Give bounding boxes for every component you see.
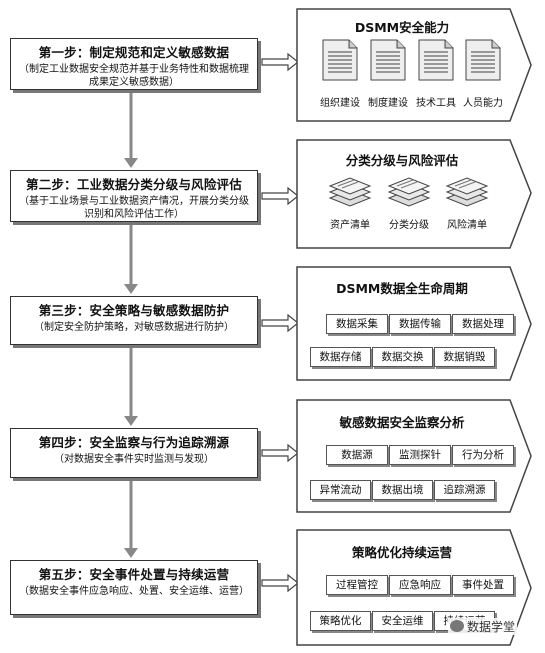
panel-2-title: 分类分级与风险评估: [345, 153, 459, 168]
panel-3-title: DSMM数据全生命周期: [336, 281, 468, 296]
right-arrow-3: [261, 313, 299, 333]
step-2-desc: （基于工业场景与工业数据资产情况，开展分类分级识别和风险评估工作）: [19, 196, 249, 220]
panel-4-cell: 数据源: [326, 445, 388, 465]
panel-3-cell: 数据存储: [310, 347, 371, 367]
right-arrows: [261, 52, 299, 593]
wechat-icon: [450, 620, 464, 632]
step-4-box: 第四步：安全监察与行为追踪溯源 （对数据安全事件实时监测与发现）: [10, 428, 258, 478]
step-3-box: 第三步：安全策略与敏感数据防护 （制定安全防护策略，对敏感数据进行防护）: [10, 296, 258, 345]
right-arrow-4: [261, 443, 299, 463]
arrowhead-2-3: [124, 284, 138, 294]
step-5-title: 第五步：安全事件处置与持续运营: [38, 567, 230, 582]
panel-data-lifecycle: DSMM数据全生命周期: [294, 267, 528, 380]
document-stack-icon: [387, 177, 431, 207]
panel-3-cell: 数据采集: [326, 314, 388, 334]
panel-continuous-operation: 策略优化持续运营: [294, 530, 528, 645]
panel-4-title: 敏感数据安全监察分析: [339, 415, 465, 430]
panel-5-cell: 策略优化: [310, 611, 371, 631]
panel-classification-risk: 分类分级与风险评估: [294, 140, 528, 248]
panel-5-cell: 安全运维: [372, 611, 433, 631]
document-stack-icon: [445, 177, 489, 207]
step-5-box: 第五步：安全事件处置与持续运营 （数据安全事件应急响应、处置、安全运维、运营）: [10, 560, 258, 615]
panel-5-cell: 事件处置: [452, 575, 514, 595]
panel2-stack-icons: [328, 177, 489, 207]
step-3-title: 第三步：安全策略与敏感数据防护: [38, 303, 230, 318]
panel-5-cell: 应急响应: [389, 575, 451, 595]
panel-4-cell: 监测探针: [389, 445, 451, 465]
step-5-desc: （数据安全事件应急响应、处置、安全运维、运营）: [19, 586, 249, 597]
panel-sensitive-monitoring: 敏感数据安全监察分析: [294, 400, 528, 512]
step-2-box: 第二步：工业数据分类分级与风险评估 （基于工业场景与工业数据资产情况，开展分类分…: [10, 170, 258, 222]
step-1-title: 第一步：制定规范和定义敏感数据: [38, 45, 230, 60]
panel-3-cell: 数据销毁: [434, 347, 495, 367]
panel-1-item: 制度建设: [368, 98, 408, 109]
step-4-desc: （对数据安全事件实时监测与发现）: [54, 454, 214, 465]
panel-shape-1: [296, 8, 532, 122]
panel-3-cell: 数据交换: [372, 347, 433, 367]
panel-1-item: 组织建设: [320, 98, 360, 109]
step-3-desc: （制定安全防护策略，对敏感数据进行防护）: [34, 322, 234, 333]
panel-4-cell: 数据出境: [372, 480, 433, 500]
arrowhead-3-4: [124, 416, 138, 426]
arrowhead-4-5: [124, 548, 138, 558]
panel-1-title: DSMM安全能力: [354, 20, 450, 35]
panel-dsmm-capability: DSMM安全能力: [294, 9, 528, 121]
watermark-text: 数据学堂: [467, 620, 516, 634]
watermark: 数据学堂: [448, 618, 518, 635]
right-arrow-5: [261, 573, 299, 593]
arrowhead-1-2: [124, 158, 138, 168]
step-2-title: 第二步：工业数据分类分级与风险评估: [26, 177, 242, 192]
document-icon: [418, 39, 454, 81]
step-connectors: [124, 90, 138, 558]
document-icon: [322, 39, 358, 81]
panel-4-cell: 行为分析: [452, 445, 514, 465]
panel-2-item: 风险清单: [447, 220, 487, 231]
panel-3-cell: 数据传输: [389, 314, 451, 334]
step-4-title: 第四步：安全监察与行为追踪溯源: [38, 435, 230, 450]
right-arrow-2: [261, 186, 299, 206]
panel-4-cell: 追踪溯源: [434, 480, 495, 500]
panel-1-item: 技术工具: [416, 98, 456, 109]
panel-2-item: 分类分级: [389, 220, 429, 231]
panel-4-cell: 异常流动: [310, 480, 371, 500]
panel-3-cell: 数据处理: [452, 314, 514, 334]
document-stack-icon: [328, 177, 372, 207]
panel-1-item: 人员能力: [463, 98, 503, 109]
right-arrow-1: [261, 52, 299, 72]
panel-5-title: 策略优化持续运营: [351, 545, 452, 560]
panel-2-item: 资产清单: [330, 220, 370, 231]
panel-5-cell: 过程管控: [326, 575, 388, 595]
step-1-desc: （制定工业数据安全规范并基于业务特性和数据梳理成果定义敏感数据）: [19, 64, 249, 88]
step-1-box: 第一步：制定规范和定义敏感数据 （制定工业数据安全规范并基于业务特性和数据梳理成…: [10, 38, 258, 90]
document-icon: [465, 39, 501, 81]
document-icon: [370, 39, 406, 81]
panel1-doc-icons: [322, 39, 501, 81]
